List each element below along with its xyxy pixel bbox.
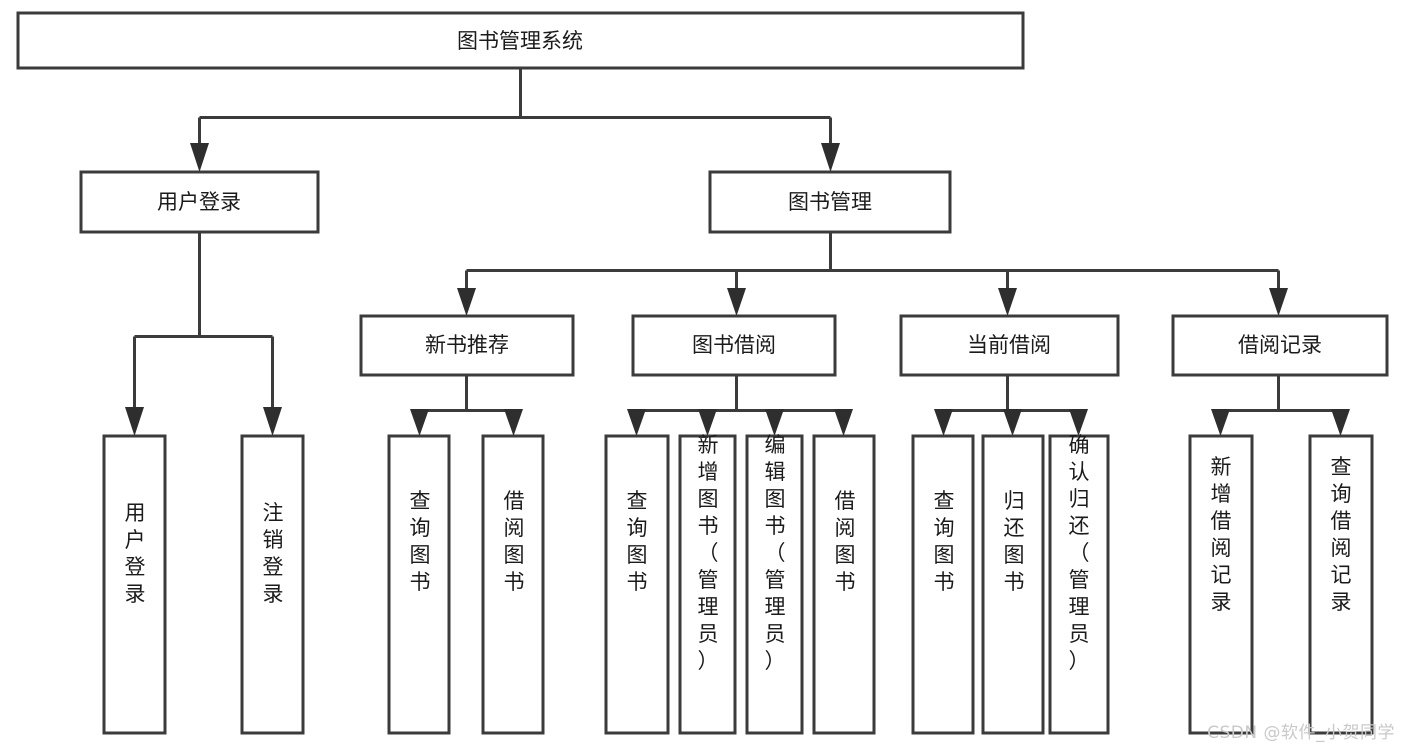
leaf-borrow-book-2-label: 借阅图书: [835, 489, 856, 594]
arrow-to-leaf-edit-book: [765, 409, 784, 436]
node-new-book-rec-box[interactable]: [359, 314, 575, 377]
leaf-borrow-book-1-label: 借阅图书: [504, 489, 525, 594]
arrow-to-book-borrow: [727, 288, 746, 316]
arrow-to-leaf-user-login: [125, 407, 144, 436]
node-new-book-rec-label: 新书推荐: [425, 333, 509, 357]
arrow-to-leaf-add-record: [1211, 409, 1230, 436]
node-book-manage-box[interactable]: [708, 170, 952, 234]
leaf-logout[interactable]: 注销登录: [240, 434, 305, 735]
node-user-login-box[interactable]: [79, 170, 320, 234]
arrow-to-new-book-rec: [457, 288, 476, 316]
arrow-to-leaf-query-book-1: [410, 409, 429, 436]
arrow-to-leaf-add-book: [698, 409, 717, 436]
leaf-borrow-book-2-box[interactable]: [812, 434, 876, 735]
node-book-borrow[interactable]: 图书借阅: [631, 314, 837, 377]
leaf-add-book-box[interactable]: [678, 434, 737, 735]
connector-layer: [125, 68, 1350, 436]
csdn-watermark: CSDN @软件_小贺同学: [1207, 723, 1395, 743]
node-root-label: 图书管理系统: [457, 29, 583, 53]
leaf-add-book[interactable]: 新增图书（管理员）: [678, 433, 737, 735]
arrow-to-leaf-confirm-return: [1069, 409, 1088, 436]
leaf-query-book-3-box[interactable]: [911, 434, 975, 735]
arrow-root-to-book-manage: [821, 143, 840, 172]
node-user-login[interactable]: 用户登录: [79, 170, 320, 234]
arrow-to-current-borrow: [998, 288, 1017, 316]
node-root[interactable]: 图书管理系统: [16, 11, 1025, 70]
arrow-to-leaf-borrow-book-1: [504, 409, 523, 436]
leaf-return-book[interactable]: 归还图书: [981, 434, 1045, 735]
leaf-edit-book-label: 编辑图书（管理员）: [765, 433, 786, 673]
leaf-logout-box[interactable]: [240, 434, 305, 735]
node-user-login-label: 用户登录: [157, 190, 241, 214]
arrow-to-borrow-record: [1269, 288, 1288, 316]
leaf-user-login-label: 用户登录: [125, 501, 146, 606]
leaf-return-book-label: 归还图书: [1004, 489, 1025, 594]
node-borrow-record-box[interactable]: [1171, 314, 1389, 377]
leaf-add-record-label: 新增借阅记录: [1211, 455, 1232, 614]
leaf-user-login[interactable]: 用户登录: [102, 434, 167, 735]
leaf-return-book-box[interactable]: [981, 434, 1045, 735]
leaf-query-record-label: 查询借阅记录: [1331, 455, 1352, 614]
arrow-to-leaf-return-book: [1003, 409, 1022, 436]
leaf-query-record[interactable]: 查询借阅记录: [1308, 434, 1374, 735]
arrow-to-leaf-query-book-2: [627, 409, 646, 436]
leaf-logout-label: 注销登录: [263, 501, 284, 606]
node-current-borrow-box[interactable]: [899, 314, 1120, 377]
node-root-box[interactable]: [16, 11, 1025, 70]
leaf-edit-book[interactable]: 编辑图书（管理员）: [745, 433, 804, 735]
leaf-query-book-3-label: 查询图书: [934, 489, 955, 594]
leaf-borrow-book-1-box[interactable]: [481, 434, 545, 735]
leaf-confirm-return-box[interactable]: [1048, 434, 1110, 735]
node-book-borrow-box[interactable]: [631, 314, 837, 377]
arrow-to-leaf-borrow-book-2: [834, 409, 853, 436]
arrow-to-leaf-logout: [263, 407, 282, 436]
leaf-add-book-label: 新增图书（管理员）: [698, 433, 719, 673]
arrow-to-leaf-query-record: [1331, 409, 1350, 436]
node-current-borrow[interactable]: 当前借阅: [899, 314, 1120, 377]
leaf-query-book-2-label: 查询图书: [627, 489, 648, 594]
node-layer: 图书管理系统 用户登录 图书管理 新书推荐 图书借阅 当前: [16, 11, 1389, 735]
leaf-confirm-return[interactable]: 确认归还（管理员）: [1048, 433, 1110, 735]
node-borrow-record-label: 借阅记录: [1238, 333, 1322, 357]
leaf-borrow-book-2[interactable]: 借阅图书: [812, 434, 876, 735]
leaf-query-book-3[interactable]: 查询图书: [911, 434, 975, 735]
leaf-edit-book-box[interactable]: [745, 434, 804, 735]
leaf-query-record-box[interactable]: [1308, 434, 1374, 735]
leaf-user-login-box[interactable]: [102, 434, 167, 735]
arrow-to-leaf-query-book-3: [934, 409, 953, 436]
node-book-manage[interactable]: 图书管理: [708, 170, 952, 234]
node-book-manage-label: 图书管理: [788, 190, 872, 214]
leaf-confirm-return-label: 确认归还（管理员）: [1069, 433, 1090, 673]
arrow-root-to-user-login: [190, 143, 209, 172]
leaf-borrow-book-1[interactable]: 借阅图书: [481, 434, 545, 735]
leaf-query-book-1-label: 查询图书: [410, 489, 431, 594]
leaf-query-book-2[interactable]: 查询图书: [604, 434, 670, 735]
leaf-query-book-1[interactable]: 查询图书: [387, 434, 451, 735]
node-new-book-rec[interactable]: 新书推荐: [359, 314, 575, 377]
node-current-borrow-label: 当前借阅: [967, 333, 1051, 357]
node-borrow-record[interactable]: 借阅记录: [1171, 314, 1389, 377]
node-book-borrow-label: 图书借阅: [692, 333, 776, 357]
leaf-query-book-2-box[interactable]: [604, 434, 670, 735]
leaf-query-book-1-box[interactable]: [387, 434, 451, 735]
leaf-add-record[interactable]: 新增借阅记录: [1188, 434, 1254, 735]
leaf-add-record-box[interactable]: [1188, 434, 1254, 735]
